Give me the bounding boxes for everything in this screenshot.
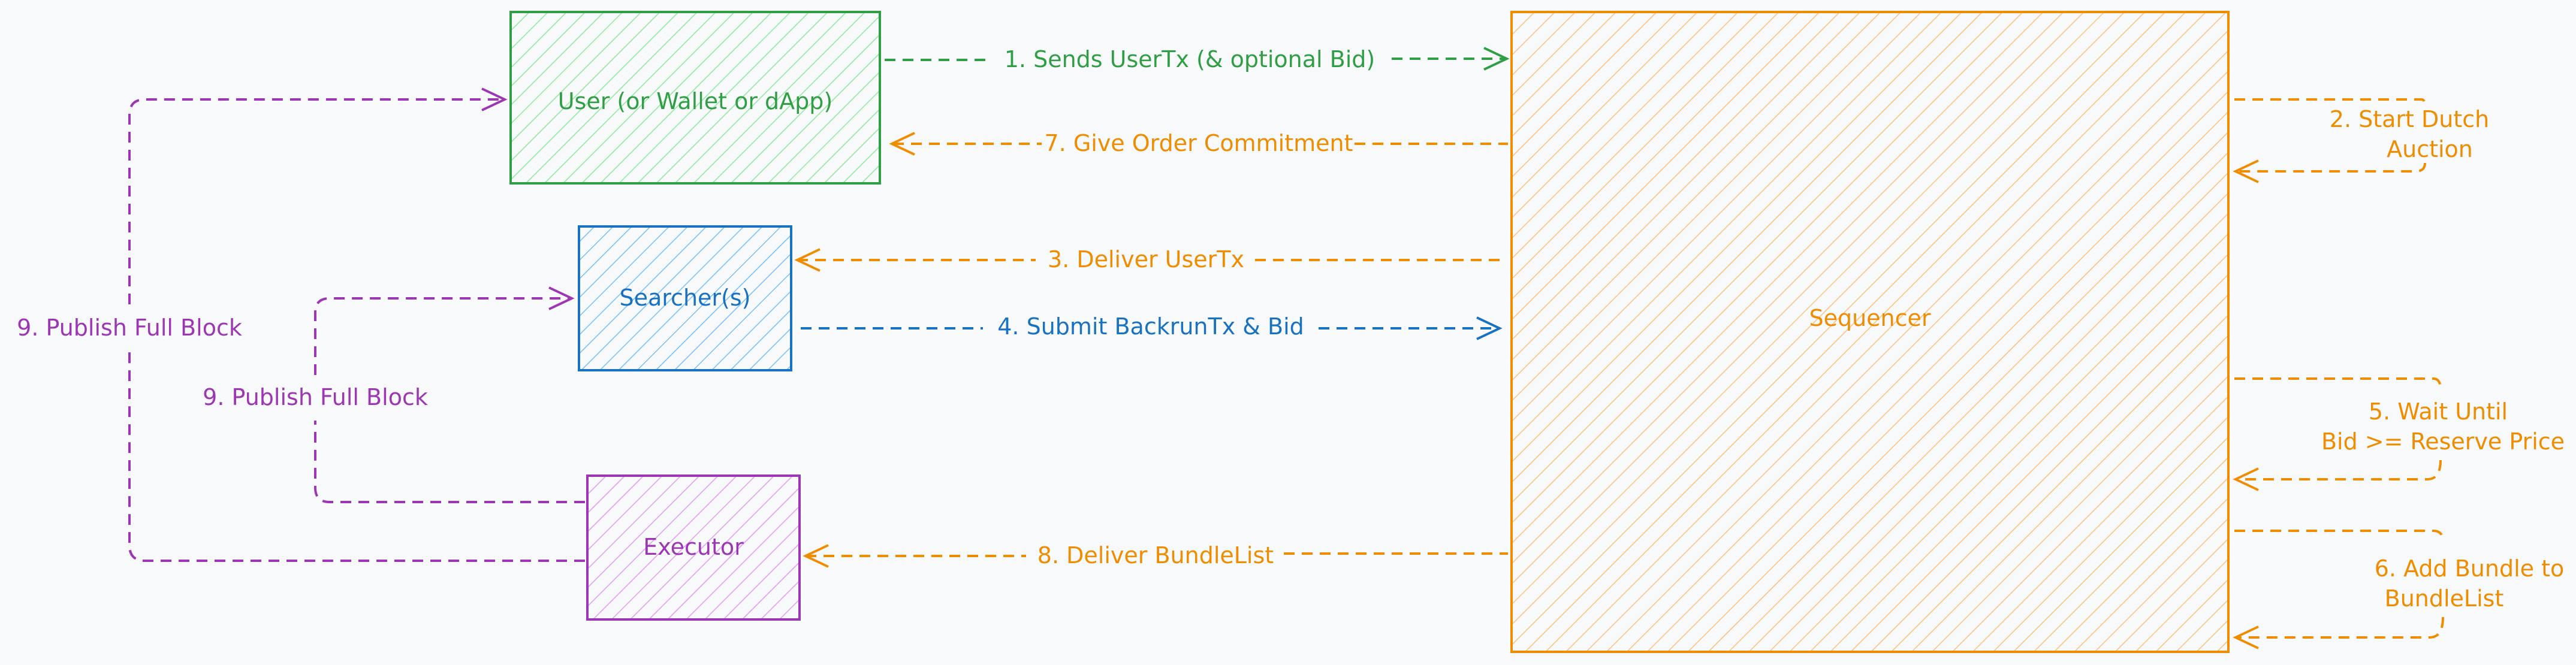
edge-3: 3. Deliver UserTx bbox=[794, 246, 1506, 273]
edge-9-inner-label: 9. Publish Full Block bbox=[203, 384, 428, 410]
edge-8-label: 8. Deliver BundleList bbox=[1037, 542, 1274, 569]
edge-7: 7. Give Order Commitment bbox=[889, 130, 1508, 156]
edge-3-label: 3. Deliver UserTx bbox=[1048, 246, 1244, 273]
edge-1: 1. Sends UserTx (& optional Bid) bbox=[885, 46, 1510, 72]
user-node: User (or Wallet or dApp) bbox=[509, 11, 881, 185]
edge-6-label-line2: BundleList bbox=[2385, 585, 2504, 612]
executor-label: Executor bbox=[643, 534, 744, 560]
sequencer-node: Sequencer bbox=[1510, 11, 2230, 653]
edge-2-loop: 2. Start Dutch Auction bbox=[2233, 98, 2489, 183]
user-label: User (or Wallet or dApp) bbox=[558, 88, 833, 114]
edge-6-loop: 6. Add Bundle to BundleList bbox=[2233, 530, 2565, 649]
edge-9-outer: 9. Publish Full Block bbox=[17, 87, 585, 562]
edge-2-label-line2: Auction bbox=[2387, 136, 2473, 162]
edge-9-outer-label: 9. Publish Full Block bbox=[17, 315, 242, 341]
edge-7-label: 7. Give Order Commitment bbox=[1044, 130, 1353, 156]
edge-6-label-line1: 6. Add Bundle to bbox=[2375, 555, 2565, 582]
edge-9-inner: 9. Publish Full Block bbox=[203, 286, 585, 503]
edge-8: 8. Deliver BundleList bbox=[803, 542, 1508, 569]
edge-2-label-line1: 2. Start Dutch bbox=[2330, 106, 2489, 132]
edge-4: 4. Submit BackrunTx & Bid bbox=[801, 313, 1503, 340]
searcher-label: Searcher(s) bbox=[619, 285, 750, 311]
sequencer-label: Sequencer bbox=[1809, 305, 1931, 331]
searcher-node: Searcher(s) bbox=[578, 225, 792, 371]
edge-4-label: 4. Submit BackrunTx & Bid bbox=[997, 313, 1304, 340]
edge-5-label-line2: Bid >= Reserve Price bbox=[2321, 428, 2565, 455]
executor-node: Executor bbox=[586, 474, 801, 621]
edge-5-loop: 5. Wait Until Bid >= Reserve Price bbox=[2233, 377, 2565, 491]
edge-5-label-line1: 5. Wait Until bbox=[2369, 398, 2508, 425]
edge-1-label: 1. Sends UserTx (& optional Bid) bbox=[1005, 46, 1376, 72]
